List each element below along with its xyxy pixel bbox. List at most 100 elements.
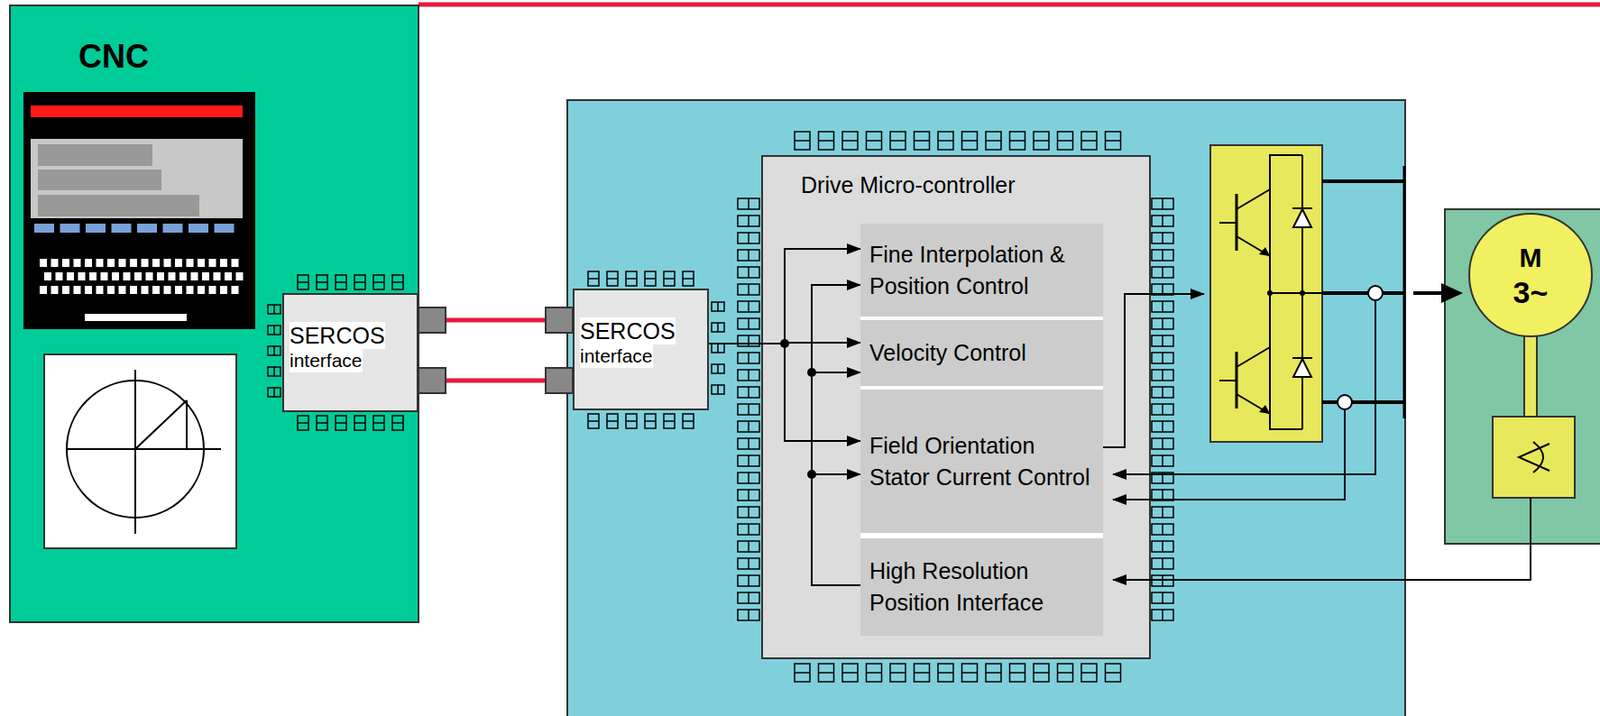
pin [985, 663, 1002, 682]
signal-line [708, 248, 861, 344]
pin-line [985, 139, 1002, 142]
pin [1151, 524, 1174, 535]
pin-line [644, 277, 656, 280]
key [168, 272, 176, 281]
pin [737, 438, 760, 450]
signal-line [708, 343, 861, 442]
key [84, 285, 92, 295]
pin-line [818, 139, 835, 142]
pin-line [1161, 318, 1164, 330]
radius-line [135, 400, 187, 450]
pin [267, 387, 281, 397]
key [39, 285, 47, 295]
pin-line [1161, 541, 1164, 552]
pin-line [1057, 139, 1074, 142]
pin-line [335, 422, 347, 424]
encoder [1492, 416, 1575, 498]
screen-bar [37, 194, 200, 217]
pin [737, 198, 760, 210]
radius-line [185, 400, 188, 450]
key [107, 285, 115, 295]
pin [1151, 369, 1174, 381]
key [129, 258, 138, 267]
pin-line [1161, 266, 1164, 278]
pin [682, 271, 694, 286]
key [111, 272, 120, 281]
pin [890, 663, 906, 682]
pin-line [354, 422, 366, 424]
pin-line [1161, 455, 1164, 467]
pin [1151, 386, 1174, 398]
key [197, 285, 205, 295]
key [209, 285, 217, 295]
pin [737, 249, 760, 261]
pin-line [297, 422, 309, 424]
pin-line [354, 281, 366, 284]
pin [1151, 232, 1174, 244]
node-label: Drive Micro-controller [800, 172, 1150, 199]
pin-line [1010, 671, 1026, 674]
pin-line [914, 671, 930, 674]
pin [335, 275, 347, 290]
signal-line [811, 474, 861, 586]
pin-line [747, 318, 750, 330]
pin-line [747, 541, 750, 552]
signal-line [811, 285, 861, 586]
pin-line [273, 325, 276, 335]
pin-line [316, 281, 328, 284]
key [51, 285, 59, 295]
pin [1057, 663, 1074, 682]
pin-line [937, 671, 954, 674]
pin-line [273, 387, 276, 397]
current-sensor [1368, 285, 1383, 301]
diode [1293, 209, 1312, 228]
pin [937, 131, 954, 150]
pin-line [747, 524, 750, 535]
pin-line [747, 215, 750, 227]
pin-line [747, 301, 750, 313]
pin-line [747, 558, 750, 570]
pin [625, 271, 637, 286]
signal-line [811, 372, 861, 586]
emitter-arrow [1259, 404, 1270, 414]
pin-line [1033, 671, 1049, 674]
key [174, 258, 183, 267]
pin [794, 131, 810, 150]
pin [354, 275, 366, 290]
pin-line [747, 489, 750, 501]
pin [737, 421, 760, 433]
motor-housing [1444, 209, 1600, 544]
feedback-wires [1103, 294, 1531, 580]
pin [1105, 131, 1122, 150]
pin-line [717, 322, 719, 332]
drive-board [567, 100, 1406, 716]
pin [373, 415, 385, 431]
transistor-emitter [1236, 236, 1270, 257]
pin [1151, 249, 1174, 261]
pin-line [747, 472, 750, 484]
pin [392, 275, 404, 290]
pin [962, 663, 978, 682]
pin [1151, 215, 1174, 227]
key [186, 258, 194, 267]
pin-line [1161, 609, 1164, 621]
pin-line [747, 386, 750, 398]
key [96, 258, 104, 267]
key [89, 272, 97, 281]
pin-line [747, 609, 750, 621]
pin [354, 415, 366, 431]
pin [818, 131, 835, 150]
key [191, 272, 199, 281]
pin [1151, 318, 1174, 330]
pin [663, 271, 675, 286]
pin-line [866, 671, 883, 674]
pin-line [842, 139, 858, 142]
pin-line [747, 575, 750, 587]
spacebar [84, 313, 187, 322]
pin-line [625, 420, 637, 423]
pin-line [747, 198, 750, 210]
pin [794, 663, 810, 682]
pin-line [273, 304, 276, 314]
pin-line [747, 404, 750, 415]
key [213, 272, 221, 281]
